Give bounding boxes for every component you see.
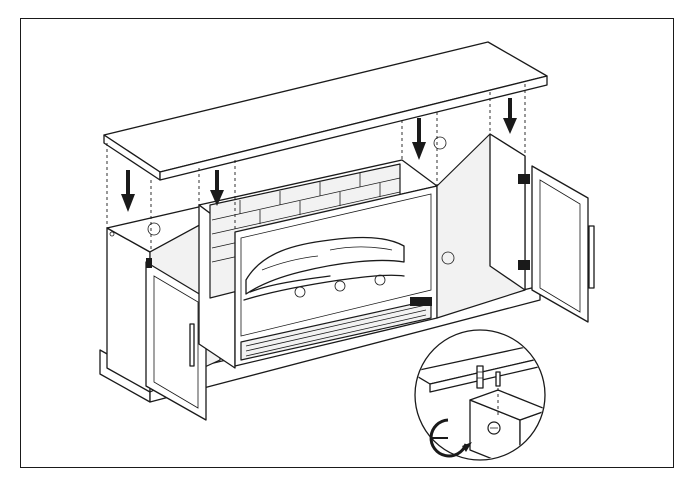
- down-arrow-icon: [412, 118, 426, 160]
- rotate-clockwise-icon: [429, 418, 472, 458]
- alignment-guides: [106, 84, 526, 252]
- control-panel: [410, 297, 432, 306]
- cam-bolt-icon: [487, 371, 501, 435]
- down-arrow-icon: [503, 98, 517, 134]
- right-door: [518, 165, 595, 323]
- left-door: [145, 258, 207, 421]
- log-set: [243, 236, 405, 301]
- hinge: [518, 260, 530, 270]
- top-panel: [103, 41, 548, 181]
- detail-callout: [414, 329, 546, 461]
- heater-vent-slats: [245, 304, 427, 357]
- down-arrow-icon: [210, 170, 224, 206]
- down-arrow-icon: [121, 170, 135, 212]
- hinge: [518, 174, 530, 184]
- door-handle: [588, 225, 595, 289]
- right-cabinet: [433, 133, 526, 319]
- fireplace-insert: [198, 159, 438, 369]
- dowel-icon: [476, 365, 484, 389]
